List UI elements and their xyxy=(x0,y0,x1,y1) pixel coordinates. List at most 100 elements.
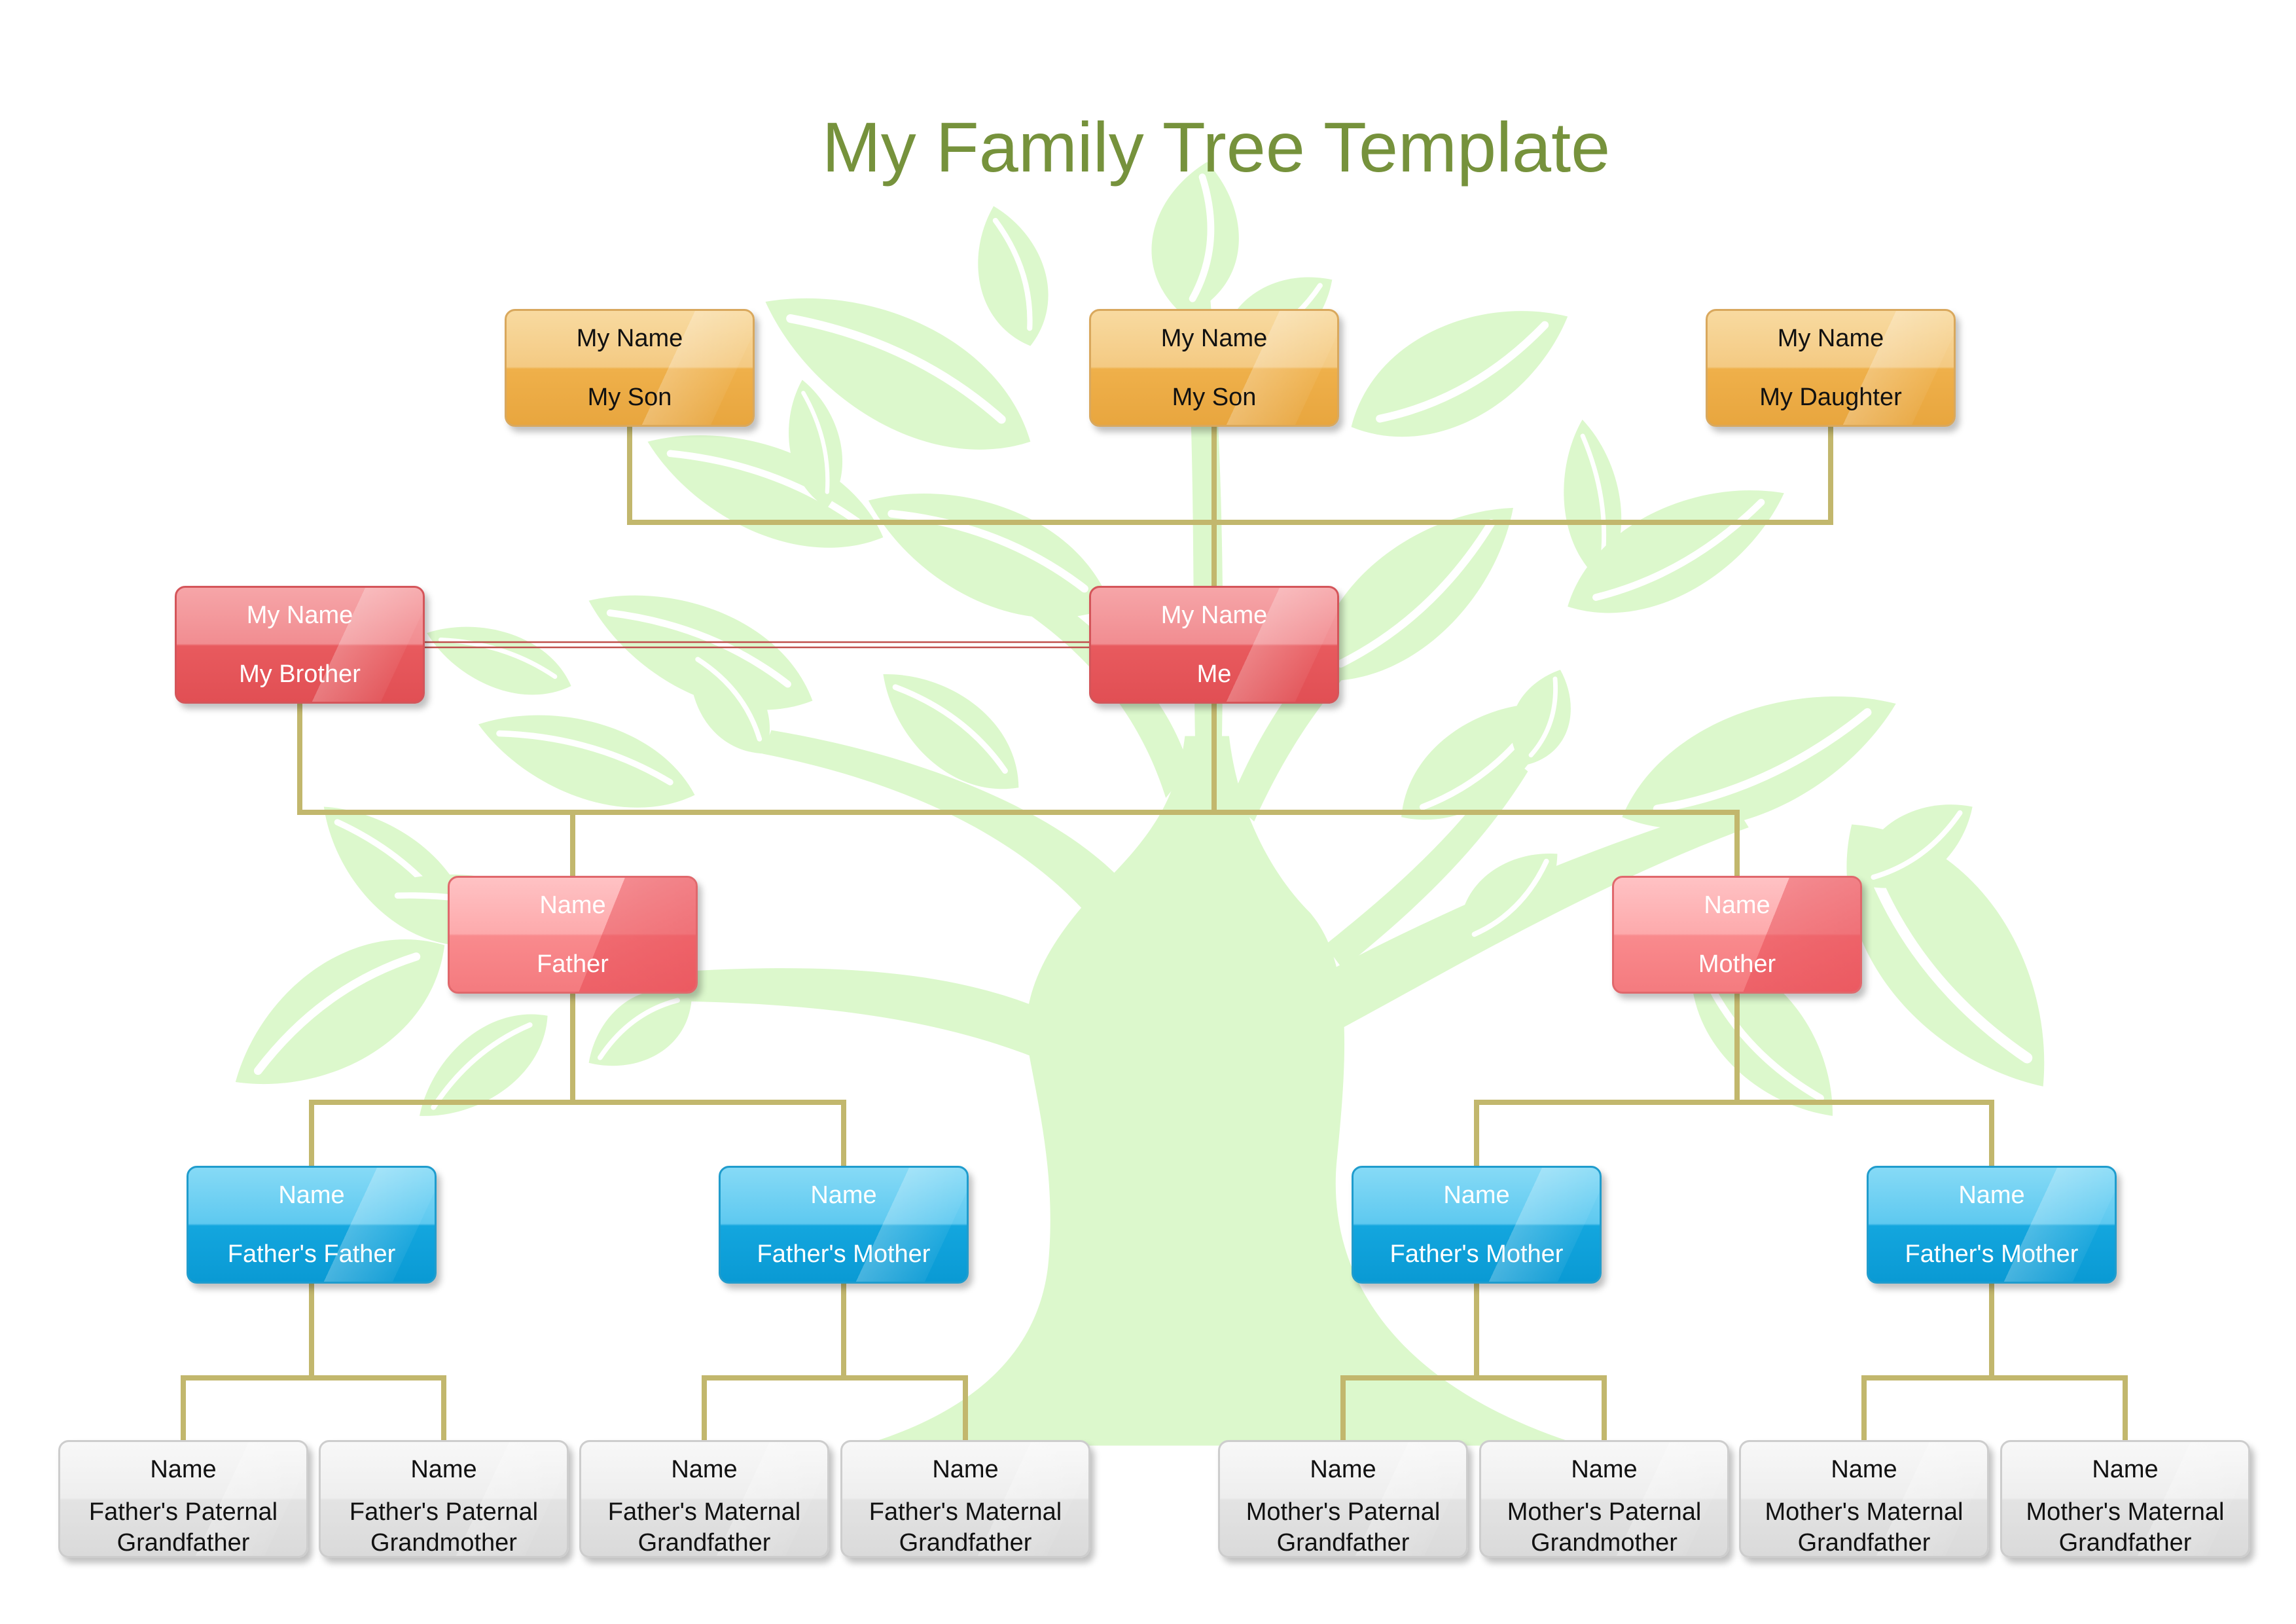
mother-node: Name Mother xyxy=(1612,876,1862,994)
node-name-label: Name xyxy=(810,1182,877,1209)
node-relation-label: Father xyxy=(537,950,609,978)
leaf-blade xyxy=(1846,824,2045,1087)
leaf-vein xyxy=(598,998,680,1060)
node-relation-label: My Son xyxy=(587,384,672,411)
leaf-vein xyxy=(801,391,830,494)
connector-children-bracket xyxy=(627,424,1833,525)
node-name-label: My Name xyxy=(576,325,683,352)
leaf-vein xyxy=(992,217,1033,331)
node-name-label: Name xyxy=(1571,1456,1638,1483)
node-name-label: Name xyxy=(671,1456,738,1483)
node-relation-label: My Son xyxy=(1172,384,1257,411)
brother-node: My Name My Brother xyxy=(175,586,425,704)
tree-leaf xyxy=(978,206,1049,346)
tree-leaf xyxy=(1351,311,1568,437)
leaf-blade xyxy=(1151,162,1239,317)
leaf-vein xyxy=(1863,855,2033,1064)
leaf-blade xyxy=(1313,507,1513,681)
node-relation-label: Grandfather xyxy=(1797,1529,1931,1557)
leaf-vein xyxy=(1702,973,1824,1102)
leaf-vein xyxy=(496,730,673,785)
tree-branch xyxy=(1325,756,1528,969)
node-relation-label: Father's Paternal xyxy=(88,1498,278,1526)
tree-leaf xyxy=(883,674,1019,789)
leaf-blade xyxy=(1351,311,1568,437)
leaf-vein xyxy=(1871,810,1963,880)
tree-leaf xyxy=(235,939,445,1085)
leaf-vein xyxy=(606,609,791,688)
node-relation-label: Grandfather xyxy=(2058,1529,2192,1557)
connector-father-bracket xyxy=(309,1100,846,1168)
connector-siblings-to-parents xyxy=(297,701,1740,878)
great-grandparent-node-3: Name Father's Maternal Grandfather xyxy=(579,1440,829,1558)
leaf-vein xyxy=(1580,433,1607,564)
node-relation-label: My Daughter xyxy=(1759,384,1902,411)
maternal-grandparent-node-2: Name Father's Mother xyxy=(1867,1166,2117,1284)
connector-grandparent-bracket xyxy=(181,1375,446,1443)
node-name-label: Name xyxy=(2092,1456,2159,1483)
tree-leaf xyxy=(1151,162,1239,317)
leaf-vein xyxy=(1189,173,1215,302)
leaf-blade xyxy=(765,298,1031,450)
leaf-vein xyxy=(438,638,558,679)
node-relation-label: Grandmother xyxy=(1531,1529,1677,1557)
leaf-blade xyxy=(647,435,884,548)
tree-branch xyxy=(762,730,1125,931)
leaf-vein xyxy=(1471,858,1549,937)
connector-grandparent-bracket xyxy=(1861,1375,2128,1443)
father-node: Name Father xyxy=(448,876,698,994)
node-name-label: Name xyxy=(1704,892,1770,919)
node-name-label: My Name xyxy=(1777,325,1884,352)
node-relation-label: Father's Maternal xyxy=(607,1498,801,1526)
leaf-vein xyxy=(1336,518,1496,668)
tree-leaf xyxy=(647,435,884,548)
connector-mother-bracket xyxy=(1474,1100,1994,1168)
tree-leaf xyxy=(1460,854,1558,945)
paternal-grandfather-node: Name Father's Father xyxy=(187,1166,437,1284)
tree-leaf xyxy=(419,1014,548,1116)
leaf-blade xyxy=(419,1014,548,1116)
node-relation-label: Me xyxy=(1196,660,1232,688)
great-grandparent-node-6: Name Mother's Paternal Grandmother xyxy=(1479,1440,1729,1558)
node-relation-label: Mother's Maternal xyxy=(1765,1498,1964,1526)
node-name-label: Name xyxy=(410,1456,477,1483)
tree-leaf xyxy=(690,647,770,754)
great-grandparent-node-5: Name Mother's Paternal Grandfather xyxy=(1218,1440,1468,1558)
leaf-vein xyxy=(786,314,1006,424)
node-name-label: Name xyxy=(1831,1456,1897,1483)
tree-trunk xyxy=(861,736,1583,1446)
great-grandparent-node-2: Name Father's Paternal Grandmother xyxy=(319,1440,569,1558)
node-relation-label: Father's Mother xyxy=(1390,1240,1564,1268)
leaf-blade xyxy=(1857,804,1973,888)
tree-leaf xyxy=(1564,419,1622,582)
tree-leaf xyxy=(1313,507,1513,681)
leaf-blade xyxy=(1564,419,1622,582)
tree-leaf xyxy=(478,715,695,808)
node-name-label: Name xyxy=(278,1182,345,1209)
leaf-vein xyxy=(666,450,861,525)
me-node: My Name Me xyxy=(1089,586,1339,704)
maternal-grandparent-node-1: Name Father's Mother xyxy=(1352,1166,1602,1284)
leaf-vein xyxy=(1376,321,1549,423)
node-relation-label: Father's Paternal xyxy=(349,1498,539,1526)
node-relation-label: Mother's Maternal xyxy=(2026,1498,2225,1526)
node-relation-label: Father's Father xyxy=(227,1240,396,1268)
connector-grandparent-bracket xyxy=(702,1375,968,1443)
node-relation-label: Father's Mother xyxy=(757,1240,931,1268)
connector-grandparent-bracket xyxy=(1340,1375,1607,1443)
tree-branch xyxy=(677,968,1057,1063)
tree-leaf xyxy=(427,626,571,695)
node-relation-label: Grandfather xyxy=(637,1529,771,1557)
node-name-label: My Name xyxy=(246,602,353,629)
paternal-grandmother-node: Name Father's Mother xyxy=(719,1166,969,1284)
great-grandparent-node-4: Name Father's Maternal Grandfather xyxy=(840,1440,1090,1558)
node-name-label: Name xyxy=(932,1456,999,1483)
node-name-label: Name xyxy=(1443,1182,1510,1209)
leaf-blade xyxy=(690,647,770,754)
node-relation-label: Grandfather xyxy=(899,1529,1032,1557)
leaf-vein xyxy=(431,1022,533,1110)
node-relation-label: My Brother xyxy=(239,660,361,688)
tree-leaf xyxy=(1511,670,1571,766)
node-name-label: My Name xyxy=(1160,602,1268,629)
leaf-vein xyxy=(892,684,1008,774)
